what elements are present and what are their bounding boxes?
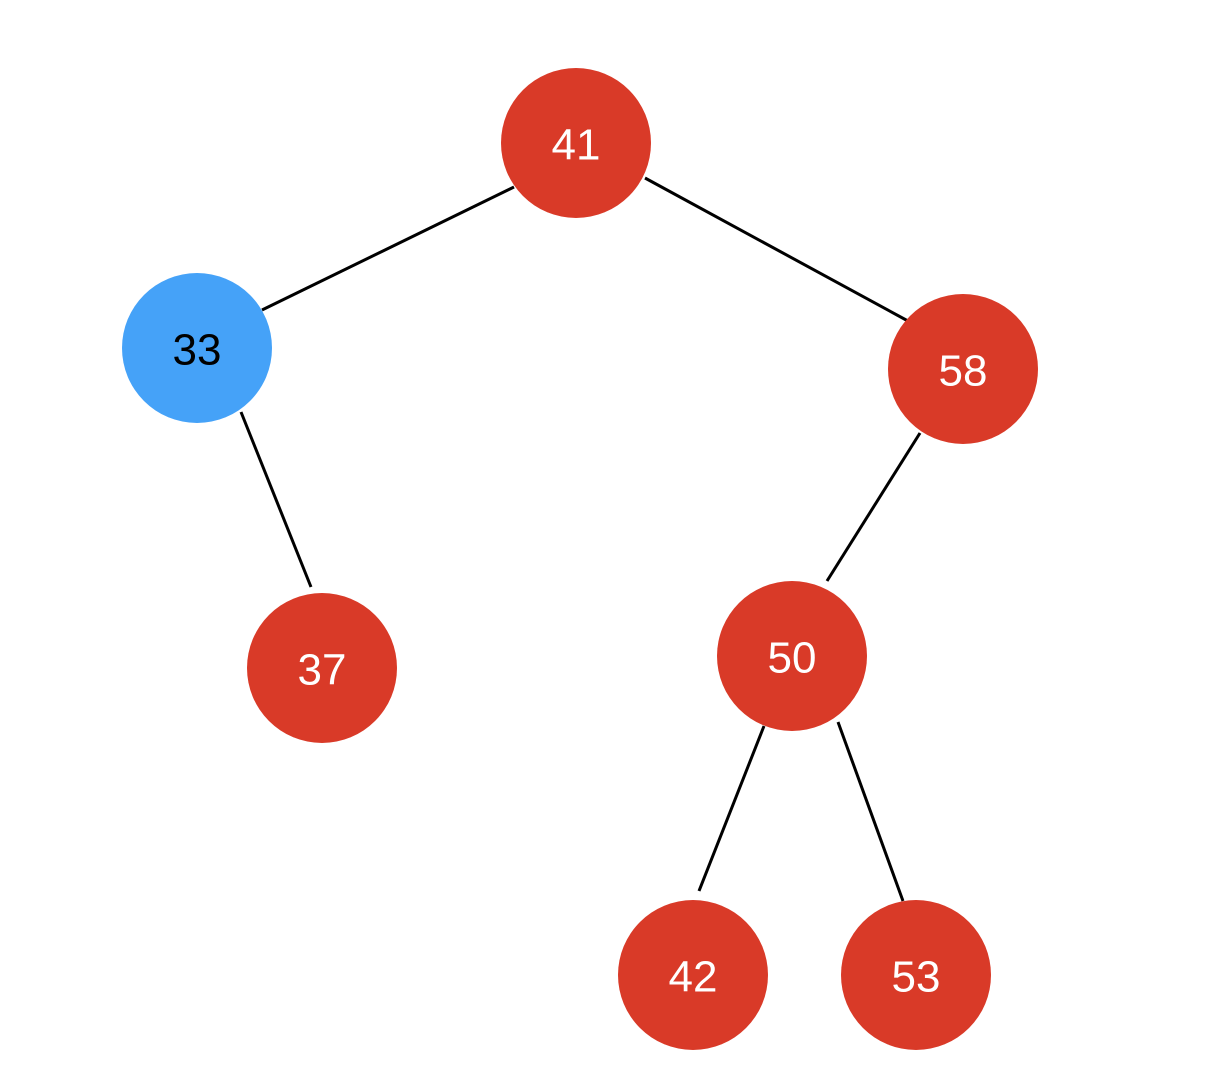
- tree-node-53: 53: [841, 900, 991, 1050]
- node-circle-58: [888, 294, 1038, 444]
- node-circle-41: [501, 68, 651, 218]
- nodes-layer: 41 33 58 37 50 42 53: [122, 68, 1038, 1050]
- node-circle-53: [841, 900, 991, 1050]
- tree-node-50: 50: [717, 581, 867, 731]
- tree-node-41: 41: [501, 68, 651, 218]
- edge-41-33: [261, 185, 515, 312]
- tree-node-37: 37: [247, 593, 397, 743]
- edge-58-50: [825, 432, 922, 582]
- node-label-33: 33: [173, 326, 222, 375]
- node-label-37: 37: [298, 646, 347, 695]
- node-label-53: 53: [892, 953, 941, 1002]
- node-label-41: 41: [552, 121, 601, 170]
- node-label-50: 50: [768, 634, 817, 683]
- edge-33-37: [239, 411, 313, 588]
- node-label-42: 42: [669, 953, 718, 1002]
- tree-node-33: 33: [122, 273, 272, 423]
- node-circle-33: [122, 273, 272, 423]
- tree-node-42: 42: [618, 900, 768, 1050]
- edge-50-42: [697, 725, 766, 892]
- edge-41-58: [644, 176, 909, 323]
- tree-node-58: 58: [888, 294, 1038, 444]
- node-circle-42: [618, 900, 768, 1050]
- node-label-58: 58: [939, 347, 988, 396]
- edges-layer: [239, 176, 922, 902]
- node-circle-50: [717, 581, 867, 731]
- node-circle-37: [247, 593, 397, 743]
- edge-50-53: [836, 721, 905, 902]
